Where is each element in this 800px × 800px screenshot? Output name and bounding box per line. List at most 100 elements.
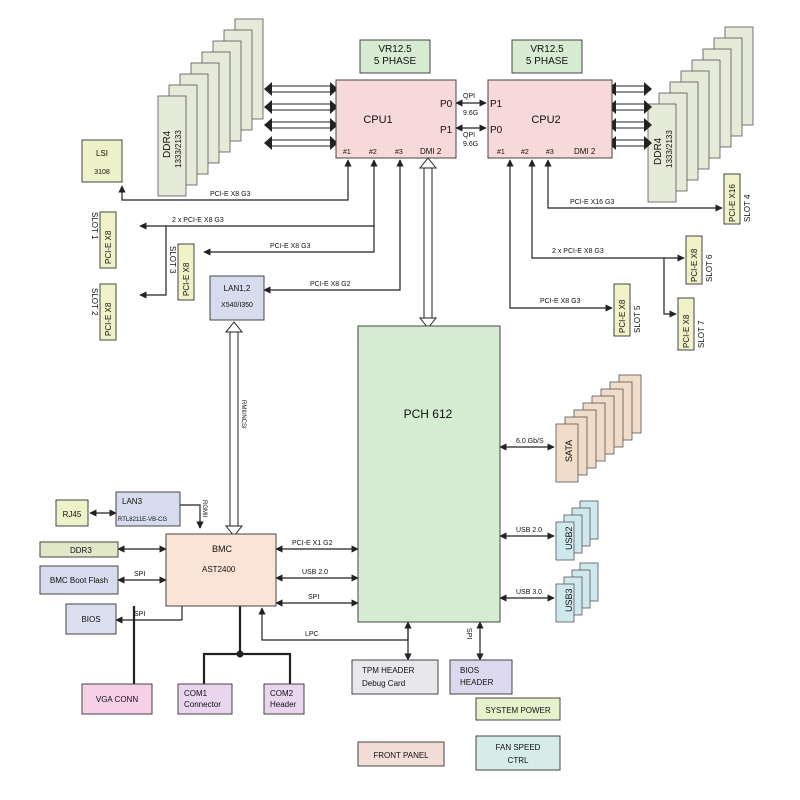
system-power-label: SYSTEM POWER <box>485 706 551 715</box>
cpu1-port2: #2 <box>369 149 377 156</box>
sata-label: SATA <box>564 440 574 462</box>
com2-title: COM2 <box>270 689 294 698</box>
cpu1-p1: P1 <box>440 125 453 136</box>
fan-speed-line2: CTRL <box>508 756 529 765</box>
vga-label: VGA CONN <box>96 695 138 704</box>
link-lan: PCI-E X8 G2 <box>310 281 351 288</box>
link-slot3: PCI-E X8 G3 <box>270 243 311 250</box>
cpu2-p1: P1 <box>490 99 503 110</box>
front-panel: FRONT PANEL <box>357 741 445 767</box>
slot-2: PCI-E X8 SLOT 2 <box>90 283 117 341</box>
cpu2-dmi: DMI 2 <box>574 147 596 156</box>
com2-header: COM2 Header <box>263 683 305 715</box>
vr-cpu2: VR12.5 5 PHASE <box>511 39 583 74</box>
lan12-controller: LAN1,2 X540/I350 <box>209 275 265 321</box>
bios-chip: BIOS <box>65 603 117 635</box>
rj45-port: RJ45 <box>55 499 89 527</box>
cpu1-port1: #1 <box>343 149 351 156</box>
tpm-subtitle: Debug Card <box>362 679 405 688</box>
fan-speed-line1: FAN SPEED <box>496 743 541 752</box>
ddr4-left-label: DDR4 <box>162 130 173 158</box>
front-panel-label: FRONT PANEL <box>373 751 429 760</box>
vr-cpu1: VR12.5 5 PHASE <box>359 39 431 74</box>
vr-cpu2-line2: 5 PHASE <box>526 56 569 67</box>
cpu1-dmi: DMI 2 <box>420 147 442 156</box>
slot-3-name: SLOT 3 <box>168 246 177 274</box>
bios-label: BIOS <box>81 615 100 624</box>
qpi-top-line2: 9.6G <box>463 110 478 117</box>
usb2-ports <box>555 500 599 561</box>
cpu1-memory-buses <box>268 85 334 147</box>
lan12-model: X540/I350 <box>221 302 253 309</box>
lan12-title: LAN1,2 <box>224 284 251 293</box>
slot-5-type: PCI-E X8 <box>618 299 627 333</box>
cpu1-p0: P0 <box>440 99 453 110</box>
link-slot4: PCI-E X16 G3 <box>570 199 614 206</box>
link-bios-spi: SPI <box>134 611 145 618</box>
link-rmii: RMII/NCSI <box>240 400 246 429</box>
usb3-port-1 <box>555 583 575 623</box>
slot-1: PCI-E X8 SLOT 1 <box>90 211 117 269</box>
link-slot5: PCI-E X8 G3 <box>540 298 581 305</box>
slot-4: PCI-E X16 SLOT 4 <box>723 173 752 225</box>
ddr4-dimm-stack-right <box>647 26 754 203</box>
slot-5-name: SLOT 5 <box>633 305 642 333</box>
slot-6: PCI-E X8 SLOT 6 <box>685 235 714 285</box>
link-bmc-usb: USB 2.0 <box>302 569 328 576</box>
slot-2-type: PCI-E X8 <box>104 302 113 336</box>
cpu2-port2: #2 <box>521 149 529 156</box>
slot-3: PCI-E X8 SLOT 3 <box>168 243 195 301</box>
usb3-label: USB3 <box>564 588 574 612</box>
link-usb2: USB 2.0 <box>516 527 542 534</box>
lan3-title: LAN3 <box>122 497 143 506</box>
ddr4-right-label: DDR4 <box>653 137 664 165</box>
link-lsi: PCI-E X8 G3 <box>210 191 251 198</box>
com1-title: COM1 <box>184 689 208 698</box>
lsi-title: LSI <box>96 149 108 158</box>
link-rgmii: RGMII <box>201 500 207 518</box>
bmc-title: BMC <box>212 544 233 554</box>
lsi-controller: LSI 3108 <box>81 139 123 183</box>
slot-7: PCI-E X8 SLOT 7 <box>677 297 706 351</box>
link-lpc: LPC <box>305 631 319 638</box>
boot-flash-label: BMC Boot Flash <box>50 576 108 585</box>
vga-connector: VGA CONN <box>81 683 153 715</box>
vr-cpu1-line2: 5 PHASE <box>374 56 417 67</box>
cpu1-port3: #3 <box>395 149 403 156</box>
cpu2-port3: #3 <box>546 149 554 156</box>
slot-4-type: PCI-E X16 <box>728 184 737 222</box>
usb2-port-1 <box>555 521 575 561</box>
ddr4-right-speed: 1333/2133 <box>665 130 674 168</box>
cpu1-title: CPU1 <box>363 114 392 126</box>
bmc-model: AST2400 <box>202 565 236 574</box>
vr-cpu2-line1: VR12.5 <box>530 44 564 55</box>
slot-5: PCI-E X8 SLOT 5 <box>613 283 642 337</box>
pch-title: PCH 612 <box>404 407 453 421</box>
cpu2-port1: #1 <box>497 149 505 156</box>
com1-connector: COM1 Connector <box>177 683 233 715</box>
qpi-bottom-line2: 9.6G <box>463 141 478 148</box>
com2-type: Header <box>270 700 297 709</box>
slot-7-name: SLOT 7 <box>697 320 706 348</box>
usb3-ports <box>555 562 599 623</box>
usb2-label: USB2 <box>564 526 574 550</box>
qpi-top-line1: QPI <box>463 93 475 100</box>
link-pch-spi: SPI <box>465 628 472 639</box>
slot-6-type: PCI-E X8 <box>690 248 699 282</box>
bios-header-line2: HEADER <box>460 678 494 687</box>
link-flash-spi: SPI <box>134 571 145 578</box>
lsi-model: 3108 <box>94 169 110 176</box>
bmc-block: BMC AST2400 <box>165 533 277 607</box>
slot-1-name: SLOT 1 <box>90 212 99 240</box>
sata-ports <box>555 374 642 483</box>
ddr3-label: DDR3 <box>70 546 92 555</box>
slot-3-type: PCI-E X8 <box>182 262 191 296</box>
bmc-boot-flash: BMC Boot Flash <box>39 565 119 595</box>
connections <box>89 82 723 686</box>
tpm-header: TPM HEADER Debug Card <box>351 659 439 695</box>
cpu2-block: CPU2 P1 P0 #1 #2 #3 DMI 2 <box>487 79 613 159</box>
qpi-bottom-line1: QPI <box>463 132 475 139</box>
link-slot67: 2 x PCI-E X8 G3 <box>552 248 604 255</box>
